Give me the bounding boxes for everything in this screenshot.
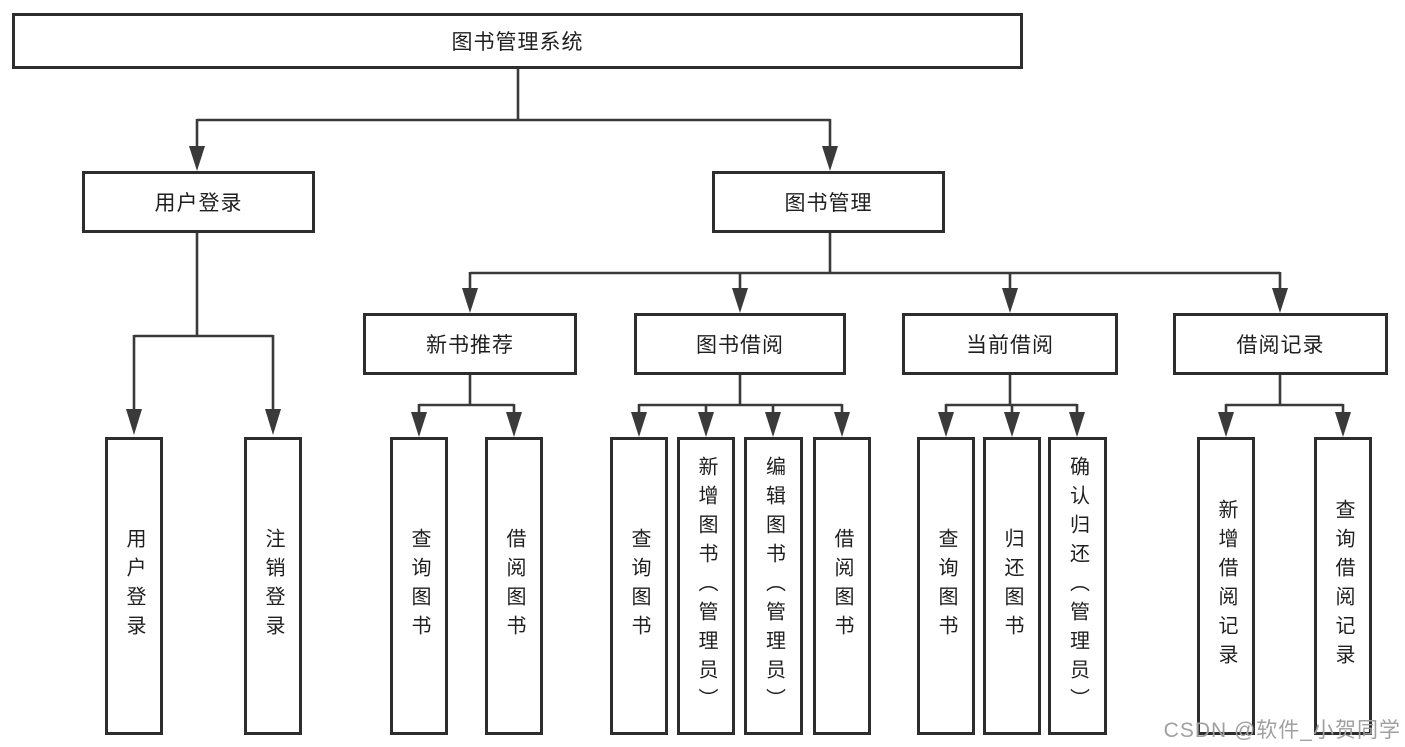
leaf-newbooks-query-label: 查询图书 (408, 528, 430, 644)
leaf-current-return: 归还图书 (983, 437, 1041, 735)
leaf-borrowing-edit-admin-label: 编辑图书（管理员） (762, 455, 785, 717)
leaf-current-query: 查询图书 (917, 437, 975, 735)
leaf-borrowing-borrow-label: 借阅图书 (831, 528, 853, 644)
arrowheads (126, 146, 1351, 437)
node-borrow-records-label: 借阅记录 (1236, 334, 1325, 357)
leaf-records-query-label: 查询借阅记录 (1332, 499, 1354, 673)
node-root-label: 图书管理系统 (451, 31, 584, 54)
node-current-borrowing-label: 当前借阅 (966, 334, 1054, 357)
leaf-logout: 注销登录 (244, 437, 302, 735)
node-current-borrowing: 当前借阅 (902, 313, 1118, 375)
node-new-book-recommend: 新书推荐 (363, 313, 577, 375)
leaf-borrowing-edit-admin: 编辑图书（管理员） (744, 437, 803, 735)
leaf-borrowing-add-admin-label: 新增图书（管理员） (695, 455, 717, 717)
leaf-current-confirm-admin: 确认归还（管理员） (1048, 437, 1107, 735)
node-borrow-records: 借阅记录 (1173, 313, 1388, 375)
node-user-login-label: 用户登录 (154, 192, 243, 215)
leaf-newbooks-borrow: 借阅图书 (485, 437, 543, 735)
node-book-management-label: 图书管理 (784, 192, 873, 215)
node-root-library-system: 图书管理系统 (12, 13, 1023, 69)
leaf-borrowing-query-label: 查询图书 (628, 528, 650, 644)
leaf-borrowing-query: 查询图书 (610, 437, 668, 735)
leaf-user-login-label: 用户登录 (123, 528, 145, 644)
node-book-borrowing: 图书借阅 (634, 313, 846, 375)
node-user-login: 用户登录 (82, 171, 315, 233)
node-new-book-recommend-label: 新书推荐 (426, 334, 514, 357)
leaf-current-confirm-admin-label: 确认归还（管理员） (1066, 455, 1089, 717)
leaf-newbooks-borrow-label: 借阅图书 (503, 528, 525, 644)
node-book-borrowing-label: 图书借阅 (696, 334, 784, 357)
leaf-newbooks-query: 查询图书 (390, 437, 448, 735)
leaf-user-login: 用户登录 (105, 437, 163, 735)
leaf-records-query: 查询借阅记录 (1314, 437, 1372, 735)
leaf-current-query-label: 查询图书 (935, 528, 957, 644)
leaf-borrowing-borrow: 借阅图书 (813, 437, 871, 735)
leaf-records-add: 新增借阅记录 (1197, 437, 1255, 735)
leaf-borrowing-add-admin: 新增图书（管理员） (677, 437, 735, 735)
leaf-logout-label: 注销登录 (262, 528, 284, 644)
leaf-records-add-label: 新增借阅记录 (1215, 499, 1237, 673)
node-book-management: 图书管理 (712, 171, 945, 233)
leaf-current-return-label: 归还图书 (1001, 528, 1023, 644)
